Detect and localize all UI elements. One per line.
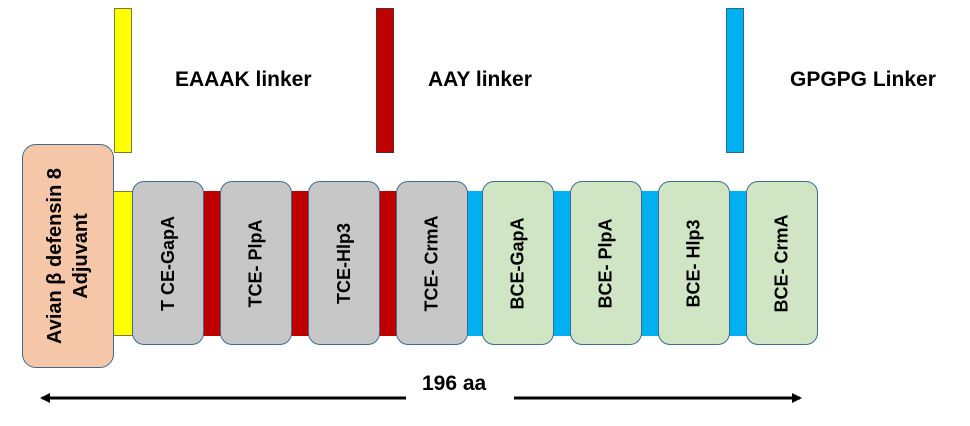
epitope-block-tce-gapa: T CE-GapA [132,181,204,345]
gpgpg-legend-label: GPGPG Linker [790,68,936,91]
gpgpg-legend-swatch [726,8,744,153]
adjuvant-block: Avian β defensin 8 Adjuvant [22,144,114,368]
epitope-block-bce-gapa: BCE-GapA [482,181,554,345]
epitope-block-bce-plpa: BCE- PlpA [570,181,642,345]
epitope-block-tce-crma: TCE- CrmA [396,181,468,345]
aay-legend-swatch [376,8,394,153]
epitope-block-tce-plpa: TCE- PlpA [220,181,292,345]
epitope-block-bce-hlp3: BCE- Hlp3 [658,181,730,345]
eaaak-legend-label: EAAAK linker [175,68,312,91]
epitope-block-bce-crma: BCE- CrmA [746,181,818,345]
aay-legend-label: AAY linker [428,68,532,91]
eaaak-legend-swatch [114,8,132,153]
length-label: 196 aa [422,372,487,395]
epitope-block-tce-hlp3: TCE-Hlp3 [308,181,380,345]
